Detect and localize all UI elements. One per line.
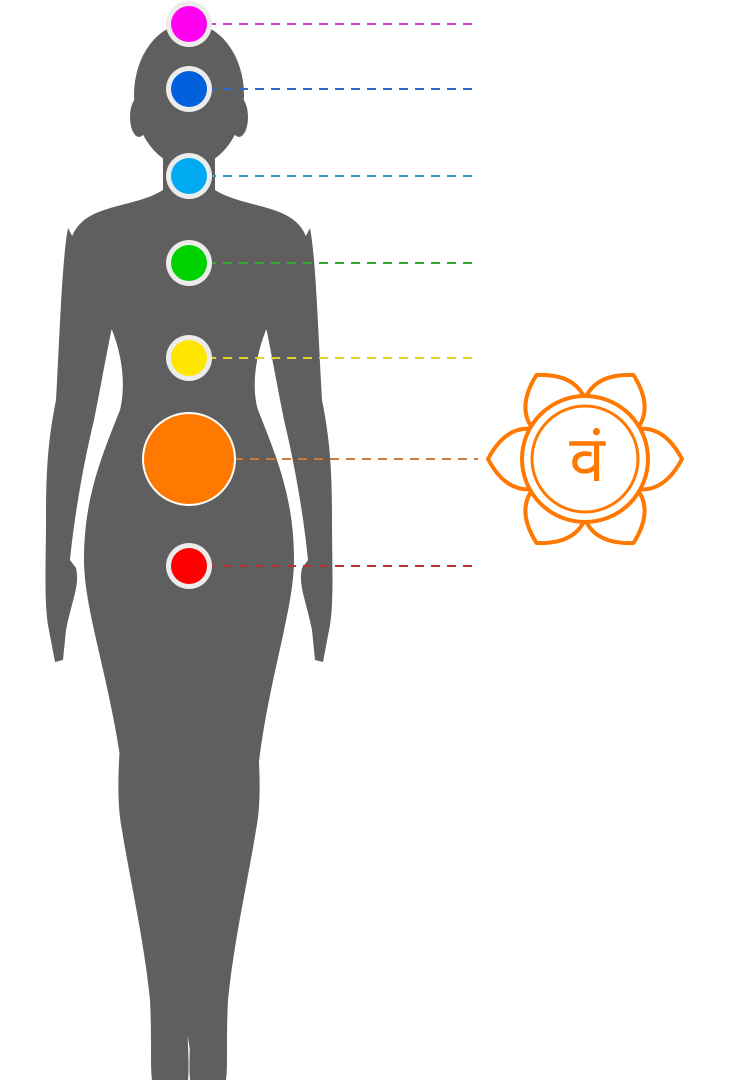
- chakra-dot-sacral[interactable]: [144, 414, 234, 504]
- chakra-dot-root[interactable]: [171, 548, 207, 584]
- right-leg-shape: [188, 700, 260, 1080]
- chakra-dot-solar-plexus[interactable]: [171, 340, 207, 376]
- chakra-markers: [142, 1, 236, 589]
- chakra-dot-third-eye[interactable]: [171, 71, 207, 107]
- chakra-dot-crown[interactable]: [171, 6, 207, 42]
- left-arm-shape: [45, 228, 114, 662]
- left-leg-shape: [118, 700, 190, 1080]
- symbol-inner-circle: [530, 404, 640, 514]
- right-arm-shape: [264, 228, 333, 662]
- bija-letter: वं: [569, 423, 606, 497]
- body-silhouette: [45, 23, 333, 1080]
- chakra-dot-heart[interactable]: [171, 245, 207, 281]
- leg-gap: [182, 600, 196, 1050]
- left-ear-shape: [130, 97, 148, 137]
- guide-lines: [207, 23, 478, 567]
- right-ear-shape: [230, 97, 248, 137]
- symbol-outer-circle: [520, 394, 650, 524]
- chakra-dot-throat[interactable]: [171, 158, 207, 194]
- sacral-chakra-symbol: वं: [486, 372, 684, 546]
